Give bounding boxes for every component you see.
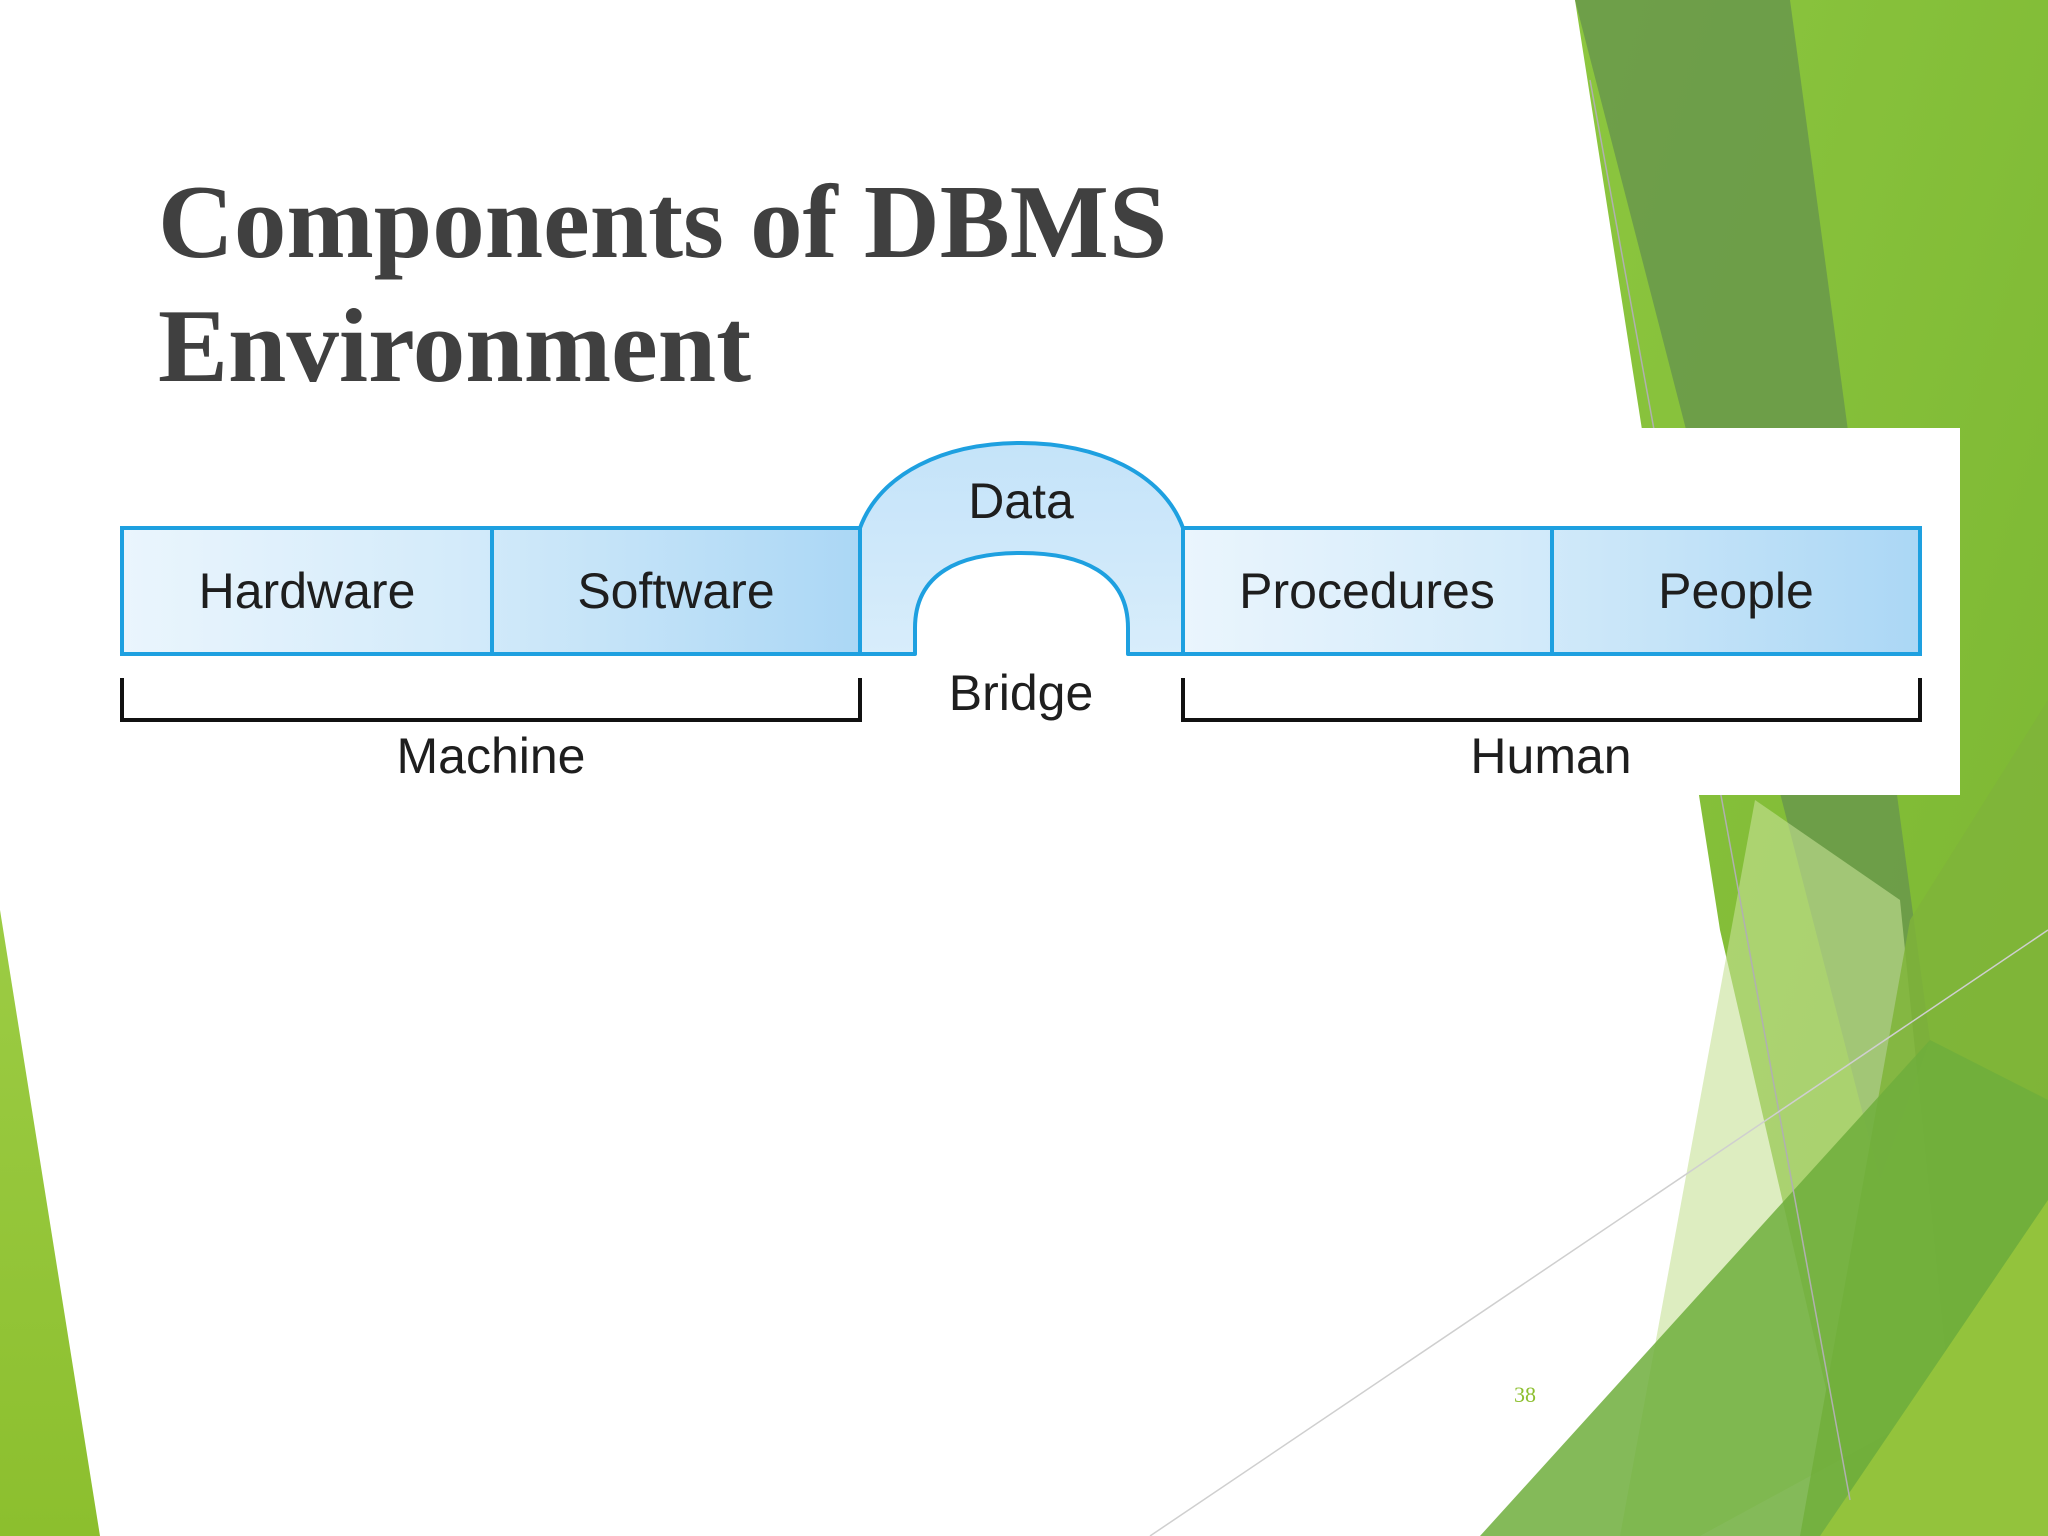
component-label-software: Software xyxy=(577,563,774,619)
human-bracket xyxy=(1181,678,1922,722)
page-number: 38 xyxy=(1514,1382,1536,1407)
decor-line-2 xyxy=(1149,929,2048,1536)
machine-bracket xyxy=(120,678,862,722)
component-label-procedures: Procedures xyxy=(1239,563,1495,619)
component-label-people: People xyxy=(1658,563,1814,619)
arch-label-bridge: Bridge xyxy=(949,665,1094,721)
bottom-green-facet-light xyxy=(1820,1200,2048,1536)
slide-title: Components of DBMS Environment xyxy=(158,160,1358,408)
group-label-human: Human xyxy=(1470,728,1631,784)
slide-title-line-2: Environment xyxy=(158,287,752,404)
slide-title-line-1: Components of DBMS xyxy=(158,163,1168,280)
dbms-components-diagram: Hardware Software Procedures People Data… xyxy=(0,428,1960,795)
group-label-machine: Machine xyxy=(397,728,586,784)
arch-label-data: Data xyxy=(968,473,1074,529)
left-green-sliver xyxy=(0,910,100,1536)
data-arch xyxy=(858,441,1185,656)
diagram-drawing: Hardware Software Procedures People Data… xyxy=(120,441,1922,784)
component-label-hardware: Hardware xyxy=(199,563,416,619)
